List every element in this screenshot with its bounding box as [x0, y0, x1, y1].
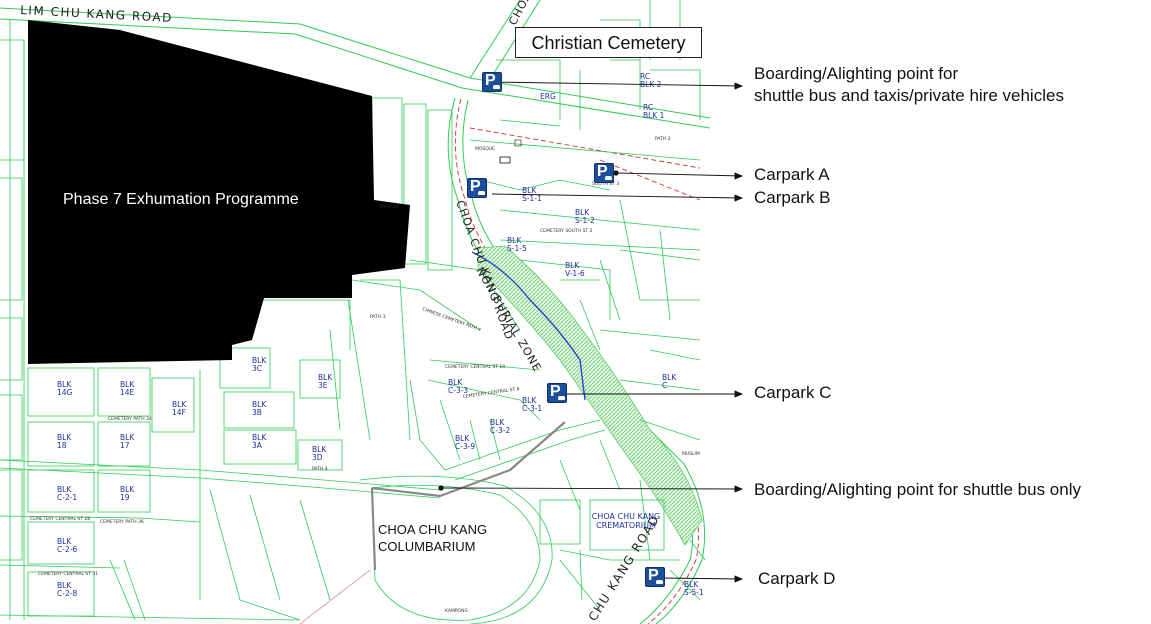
parking-letter: P: [470, 178, 481, 195]
exhumation-area-label: Phase 7 Exhumation Programme: [63, 191, 299, 208]
label-cemetery-path-36: CEMETERY PATH 36: [100, 519, 144, 525]
car-icon: [605, 176, 612, 180]
parking-icon[interactable]: P: [467, 178, 487, 198]
callout-line: shuttle bus and taxis/private hire vehic…: [754, 86, 1064, 105]
boundary-dashed: [454, 98, 701, 624]
parking-letter: P: [648, 567, 659, 584]
label-cemetery-central-10: CEMETERY CENTRAL ST 10: [445, 364, 505, 370]
car-icon: [493, 85, 500, 89]
callout-line: Carpark B: [754, 188, 831, 207]
parking-icon[interactable]: P: [482, 72, 502, 92]
parking-letter: P: [485, 72, 496, 89]
callout-line: Carpark D: [758, 569, 836, 588]
callout-carpark-d: Carpark D: [758, 568, 835, 590]
label-path-4: PATH 4: [312, 466, 328, 472]
callout-line: Carpark A: [754, 165, 830, 184]
columbarium-label: CHOA CHU KANG COLUMBARIUM: [378, 522, 488, 554]
parking-icon[interactable]: P: [547, 383, 567, 403]
label-cemetery-south-2: CEMETERY SOUTH ST 2: [540, 228, 593, 234]
label-kampong: KAMPONG: [445, 608, 468, 614]
label-mosque: MOSQUE: [475, 146, 495, 152]
car-icon: [558, 396, 565, 400]
parking-letter: P: [550, 383, 561, 400]
label-path-3: PATH 3: [370, 314, 386, 320]
callout-boarding-taxi: Boarding/Alighting point for shuttle bus…: [754, 63, 1064, 107]
christian-cemetery-title: Christian Cemetery: [515, 27, 702, 58]
label-cemetery-central-31: CEMETERY CENTRAL ST 31: [38, 571, 98, 577]
label-path-2: PATH 2: [655, 136, 671, 142]
lot-boundary: [299, 569, 371, 624]
green-zone: [477, 245, 703, 546]
mosque-building-2: [514, 139, 522, 147]
callout-carpark-b: Carpark B: [754, 187, 831, 209]
label-path-10: PATH 10: [380, 204, 399, 210]
shuttle-access-path: [370, 421, 566, 571]
callout-carpark-a: Carpark A: [754, 164, 830, 186]
parking-letter: P: [597, 163, 608, 180]
car-icon: [656, 580, 663, 584]
parking-icon[interactable]: P: [594, 163, 614, 183]
car-icon: [478, 191, 485, 195]
mosque-building: [499, 156, 511, 164]
label-south-st-3: SOUTH ST 3: [592, 181, 619, 187]
label-muslim: MUSLIM: [682, 451, 700, 457]
callout-line: Boarding/Alighting point for shuttle bus…: [754, 480, 1081, 499]
label-cemetery-central-28: CEMETERY CENTRAL ST 28: [30, 516, 90, 522]
callout-boarding-shuttle: Boarding/Alighting point for shuttle bus…: [754, 479, 1081, 501]
crematorium-label: CHOA CHU KANG CREMATORIUM: [591, 512, 661, 530]
shuttle-route-line: [471, 251, 586, 401]
callout-line: Carpark C: [754, 383, 832, 402]
parking-icon[interactable]: P: [645, 567, 665, 587]
callout-line: Boarding/Alighting point for: [754, 64, 959, 83]
callout-carpark-c: Carpark C: [754, 382, 831, 404]
block-label: ERG: [540, 92, 556, 101]
label-cemetery-path-34: CEMETERY PATH 34: [108, 416, 152, 422]
callout-leaders: [438, 81, 744, 583]
cemetery-plot-lines: [0, 0, 706, 624]
exhumation-area: [28, 20, 410, 364]
